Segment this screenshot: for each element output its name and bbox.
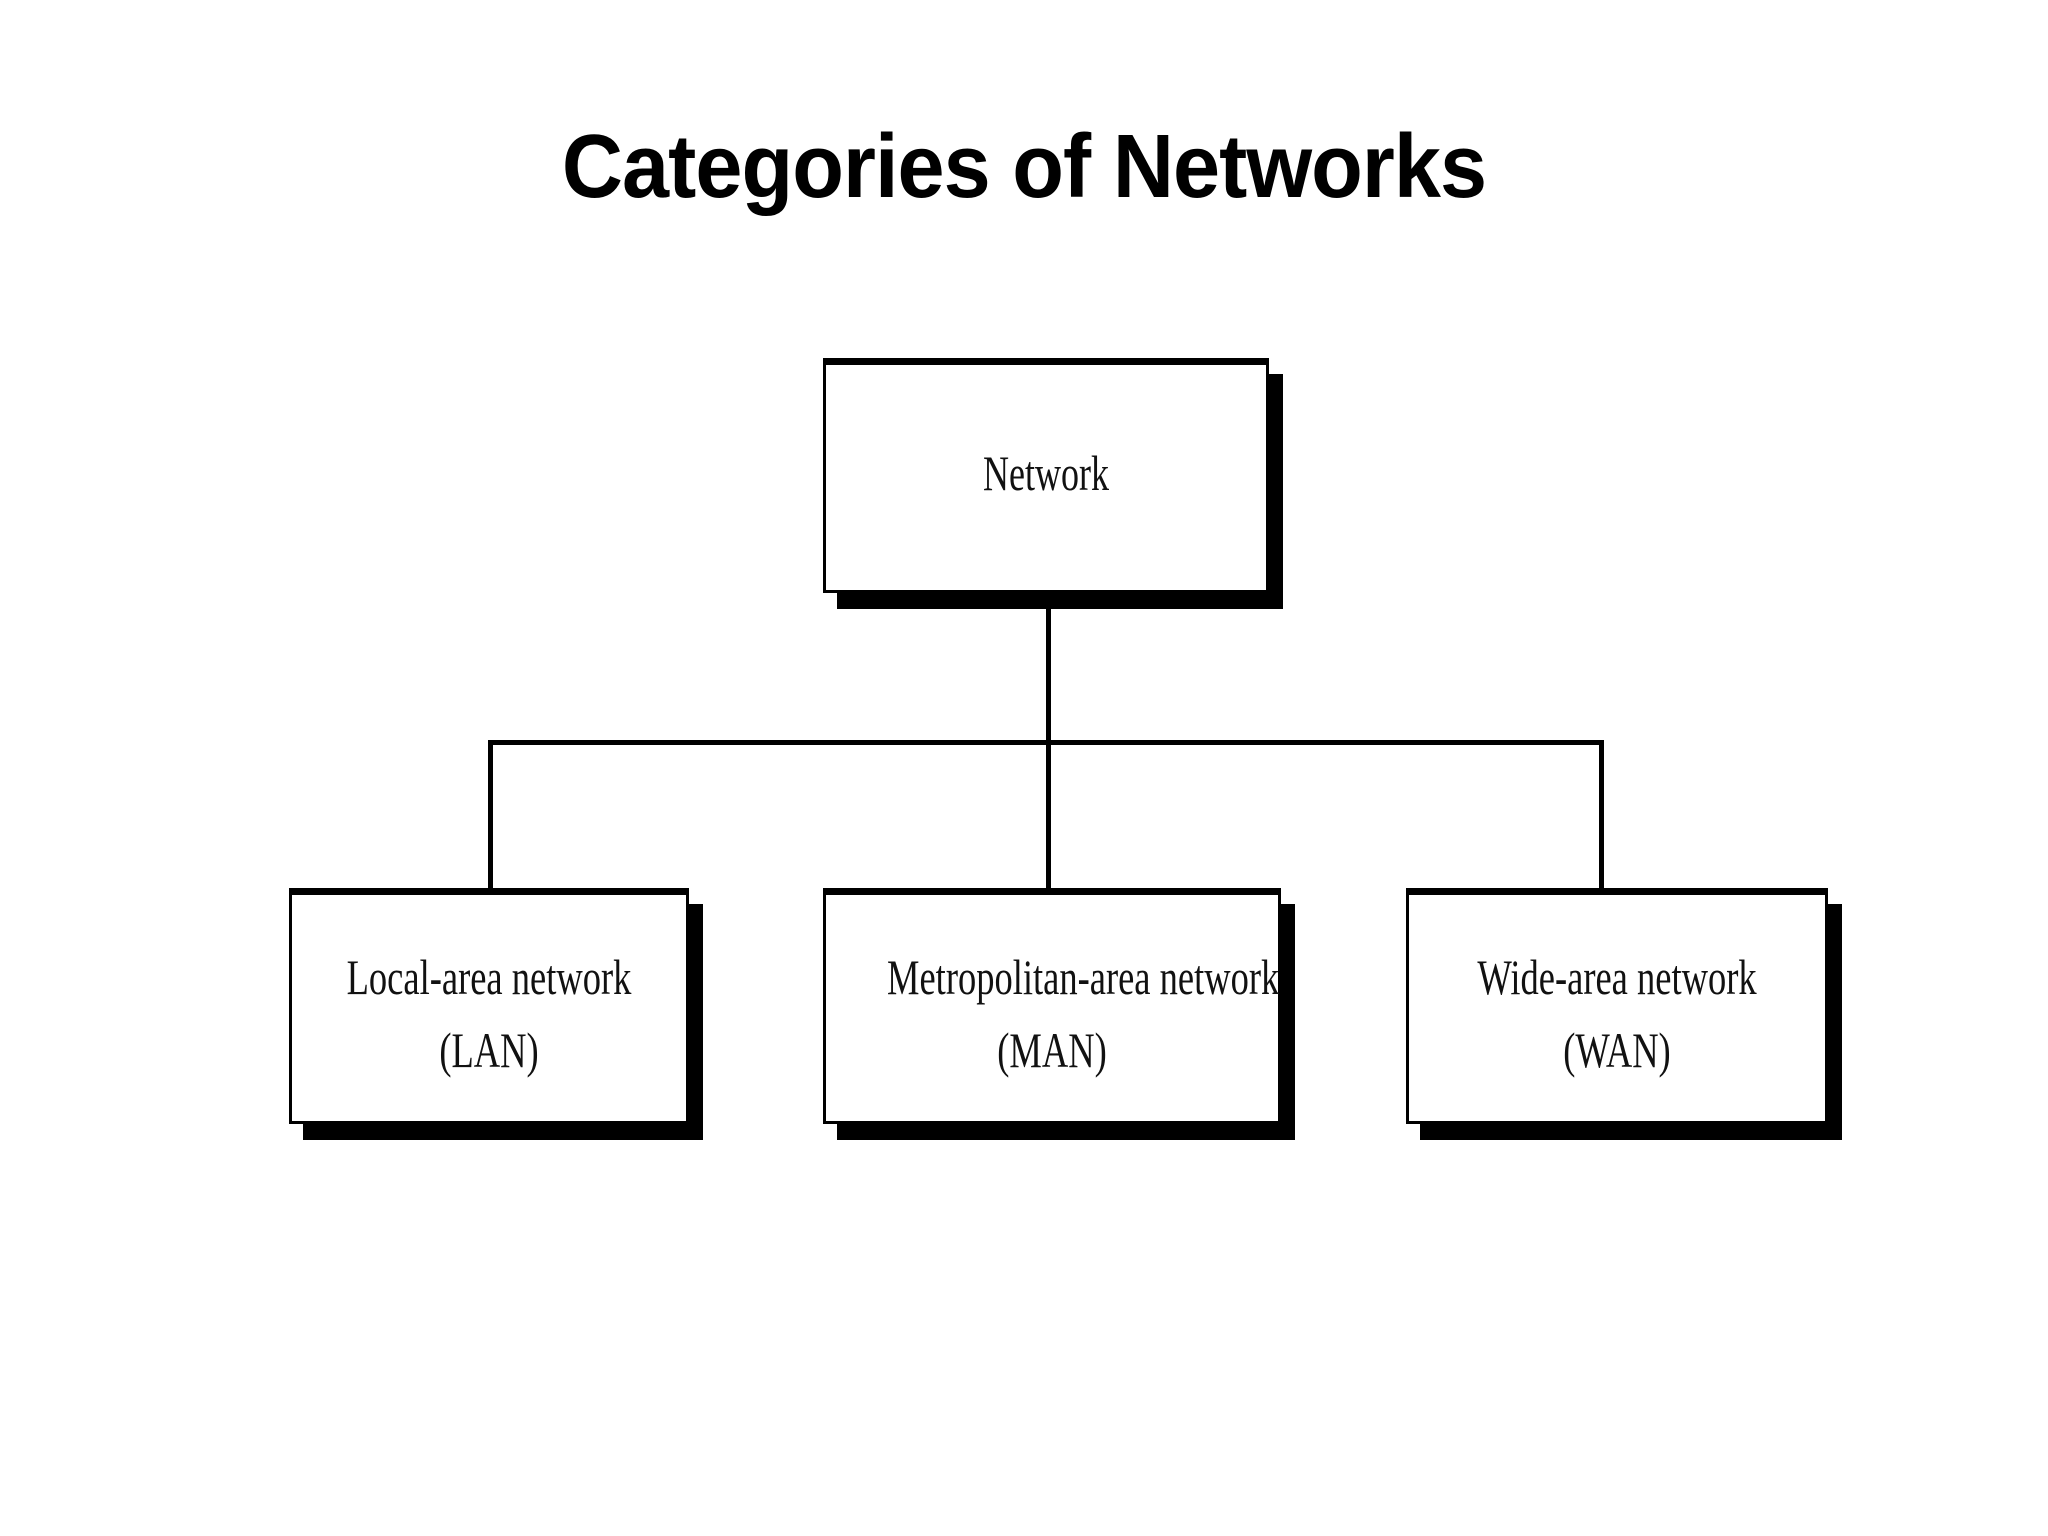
node-network: Network: [823, 358, 1269, 593]
node-man-label-line2: (MAN): [997, 1022, 1107, 1078]
node-wide-area-network: Wide-area network (WAN): [1406, 888, 1828, 1124]
node-lan-label-line1: Local-area network: [346, 949, 632, 1005]
node-man-label-line1: Metropolitan-area network: [887, 949, 1280, 1005]
connector-drop-man: [1046, 740, 1051, 890]
connector-drop-lan: [488, 740, 493, 890]
node-local-area-network: Local-area network (LAN): [289, 888, 689, 1124]
node-network-label: Network: [983, 445, 1109, 501]
node-lan-label-line2: (LAN): [439, 1022, 539, 1078]
node-metropolitan-area-network: Metropolitan-area network (MAN): [823, 888, 1281, 1124]
node-lan-label: Local-area network (LAN): [292, 947, 686, 1081]
node-wan-label-line2: (WAN): [1563, 1022, 1671, 1078]
connector-root-stem: [1046, 593, 1051, 743]
node-wan-label: Wide-area network (WAN): [1409, 947, 1825, 1081]
node-wan-label-line1: Wide-area network: [1477, 949, 1757, 1005]
node-man-label: Metropolitan-area network (MAN): [826, 947, 1280, 1081]
connector-drop-wan: [1599, 740, 1604, 890]
page-title: Categories of Networks: [561, 117, 1487, 217]
